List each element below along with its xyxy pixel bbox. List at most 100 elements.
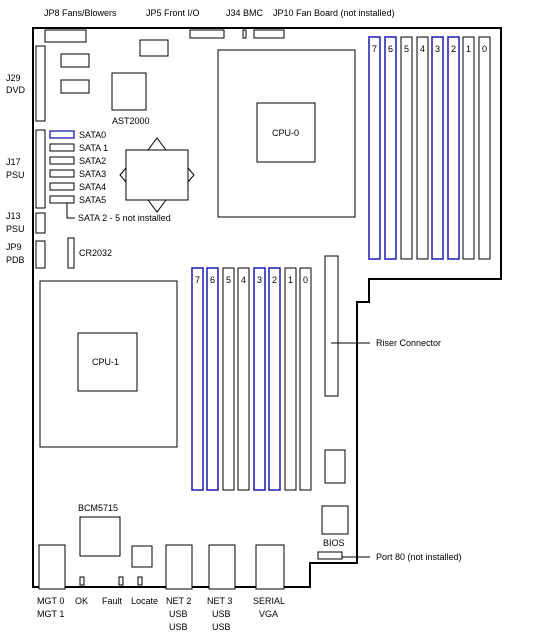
dimm-top-label-5: 5	[404, 44, 409, 54]
dimm-bottom-0	[299, 267, 312, 491]
j13-connector	[35, 212, 46, 234]
label-net2-usb2: USB	[169, 622, 188, 632]
label-j13-desc: PSU	[6, 224, 25, 234]
jp10-header	[253, 29, 285, 39]
dimm-top-7	[368, 36, 381, 260]
chipset	[125, 149, 189, 201]
chip-right	[324, 449, 346, 484]
chipset-tab-bottom	[147, 199, 167, 213]
label-net3: NET 3	[207, 596, 232, 606]
label-fault: Fault	[102, 596, 123, 606]
dimm-bottom-label-7: 7	[195, 275, 200, 285]
label-mgt1: MGT 1	[37, 609, 64, 619]
label-j29-id: J29	[6, 73, 21, 83]
label-bcm5715: BCM5715	[78, 503, 118, 513]
dimm-bottom-2	[268, 267, 281, 491]
label-riser: Riser Connector	[376, 338, 441, 348]
dimm-bottom-4	[237, 267, 250, 491]
sata-connectors	[49, 130, 75, 204]
label-sata0: SATA0	[79, 130, 106, 140]
label-bios: BIOS	[323, 538, 345, 548]
dimm-bottom-label-1: 1	[288, 275, 293, 285]
label-sata-note: SATA 2 - 5 not installed	[78, 213, 171, 223]
label-sata1: SATA 1	[79, 143, 108, 153]
label-locate: Locate	[131, 596, 158, 606]
dimm-bottom-3	[253, 267, 266, 491]
serial-vga-port	[255, 544, 285, 590]
dimm-top-label-2: 2	[451, 44, 456, 54]
dimm-top-group	[368, 36, 491, 260]
mgt-ports	[38, 544, 66, 590]
jp8-header	[44, 29, 87, 43]
dimm-top-4	[416, 36, 429, 260]
j29-connector	[35, 45, 46, 122]
dimm-bottom-label-4: 4	[241, 275, 246, 285]
dimm-bottom-label-2: 2	[272, 275, 277, 285]
sata5-slot	[49, 195, 75, 204]
label-j13-id: J13	[6, 211, 21, 221]
dimm-top-label-7: 7	[372, 44, 377, 54]
ok-led	[79, 576, 85, 586]
dimm-bottom-5	[222, 267, 235, 491]
chipset-tab-left	[119, 167, 127, 183]
dimm-bottom-label-3: 3	[257, 275, 262, 285]
net2-usb-port	[165, 544, 193, 590]
dimm-top-label-4: 4	[420, 44, 425, 54]
dimm-bottom-label-5: 5	[226, 275, 231, 285]
bios-chip	[321, 505, 349, 535]
riser-connector	[324, 255, 339, 397]
label-vga: VGA	[259, 609, 278, 619]
chipset-tab-right	[187, 167, 195, 183]
sata3-slot	[49, 169, 75, 178]
dimm-top-label-1: 1	[466, 44, 471, 54]
label-serial: SERIAL	[253, 596, 285, 606]
label-sata5: SATA5	[79, 195, 106, 205]
dimm-top-0	[478, 36, 491, 260]
chip-bottom	[131, 545, 153, 568]
label-j17-desc: PSU	[6, 170, 25, 180]
dimm-bottom-7	[191, 267, 204, 491]
sata2-slot	[49, 156, 75, 165]
label-jp9-desc: PDB	[6, 255, 25, 265]
label-mgt0: MGT 0	[37, 596, 64, 606]
chip-top-3	[60, 79, 90, 94]
j17-connector	[35, 129, 46, 209]
label-j29-desc: DVD	[6, 85, 26, 95]
jp5-header	[189, 29, 225, 39]
dimm-top-label-6: 6	[388, 44, 393, 54]
bcm5715-chip	[79, 516, 121, 557]
fault-led	[118, 576, 124, 586]
dimm-bottom-label-0: 0	[303, 275, 308, 285]
sata-note-leader	[66, 203, 75, 219]
dimm-bottom-1	[284, 267, 297, 491]
dimm-top-2	[447, 36, 460, 260]
label-jp8: JP8 Fans/Blowers	[44, 8, 117, 18]
chipset-tab-top	[147, 137, 167, 151]
jp9-connector	[35, 240, 46, 269]
sata4-slot	[49, 182, 75, 191]
label-cpu0: CPU-0	[272, 128, 299, 138]
dimm-top-5	[400, 36, 413, 260]
label-jp9-id: JP9	[6, 242, 22, 252]
j34-header	[242, 29, 247, 39]
dimm-top-1	[462, 36, 475, 260]
dimm-top-6	[384, 36, 397, 260]
cpu0-die	[256, 102, 316, 163]
dimm-bottom-6	[206, 267, 219, 491]
label-net3-usb2: USB	[212, 622, 231, 632]
label-j34: J34 BMC	[226, 8, 264, 18]
dimm-bottom-label-6: 6	[210, 275, 215, 285]
port80-connector	[317, 551, 343, 560]
label-j17-id: J17	[6, 157, 21, 167]
dimm-top-label-0: 0	[482, 44, 487, 54]
ast2000-chip	[111, 72, 147, 111]
label-net3-usb1: USB	[212, 609, 231, 619]
label-cpu1: CPU-1	[92, 357, 119, 367]
dimm-bottom-group	[191, 267, 312, 491]
sata0-slot	[49, 130, 75, 139]
label-sata4: SATA4	[79, 182, 106, 192]
label-jp5: JP5 Front I/O	[146, 8, 200, 18]
locate-led	[137, 576, 143, 586]
label-ast2000: AST2000	[112, 116, 150, 126]
